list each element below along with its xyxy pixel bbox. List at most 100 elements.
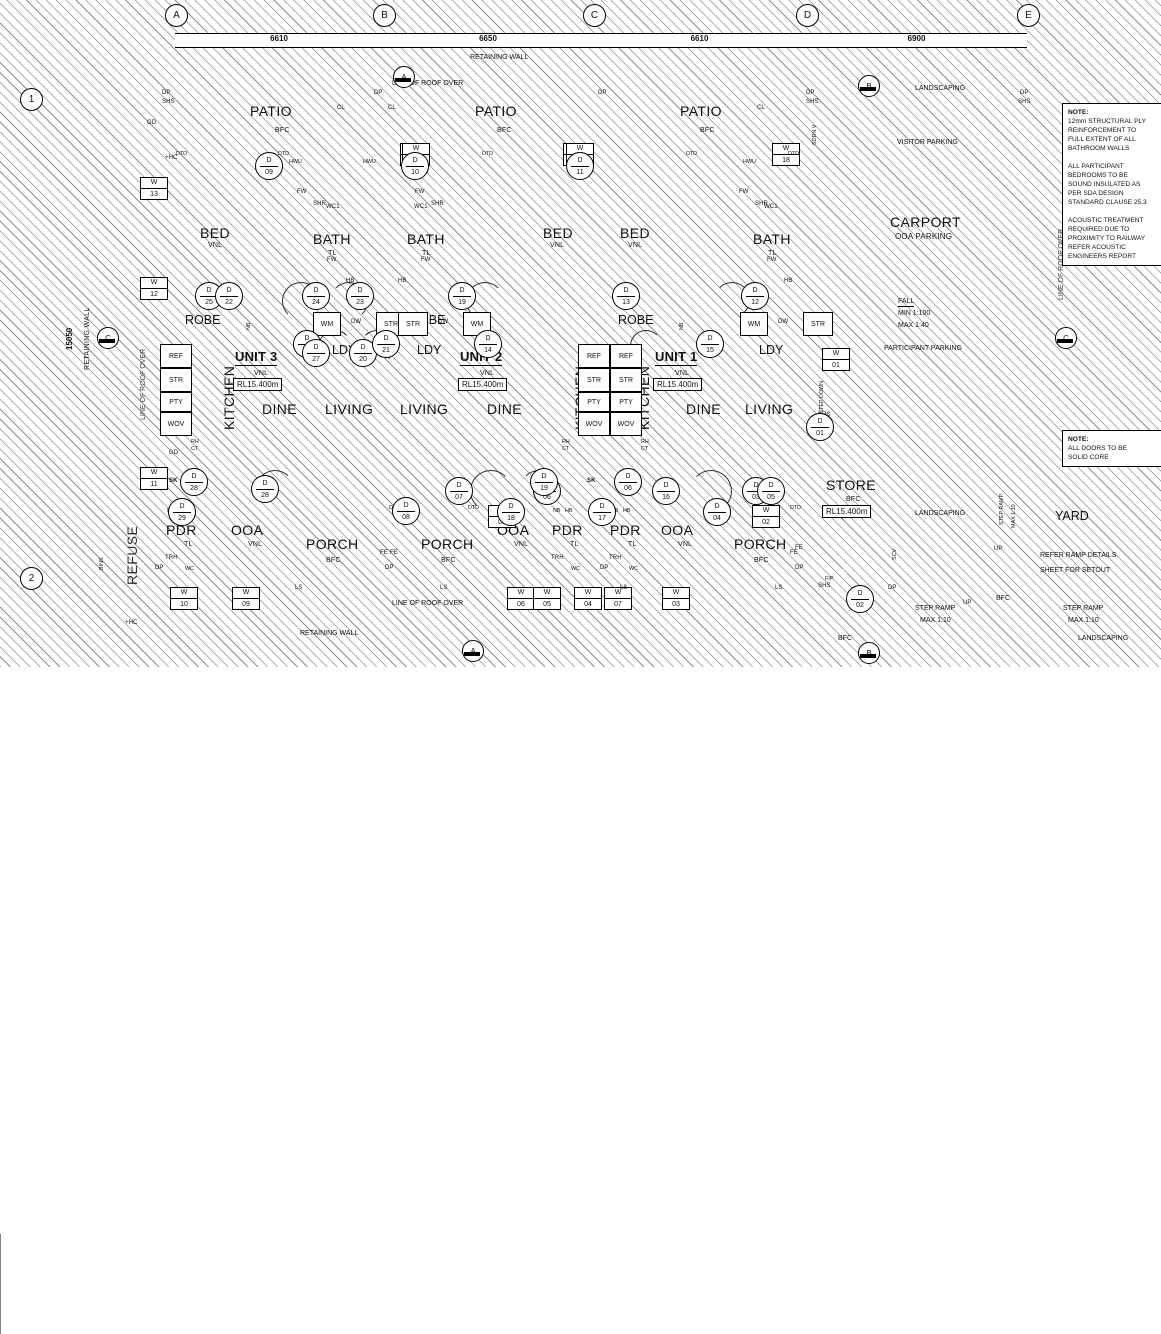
room-label-ldy-2: LDY (417, 343, 442, 357)
carport-sub-label: OOA PARKING (895, 232, 953, 241)
fw2-label-1: FW (767, 257, 777, 263)
dp-bottom-1: DP (385, 565, 394, 571)
wc1-label-1: WC1 (764, 204, 778, 210)
visitor-parking-label: VISITOR PARKING (897, 139, 958, 146)
dimension-value-2: 6610 (690, 34, 709, 43)
hb-pdr-1b: HB (623, 508, 631, 514)
note-box-structural-line-4 (1068, 153, 1160, 162)
section-marker-b-top: B (858, 75, 882, 99)
store-label: STORE (826, 477, 876, 493)
ref-3: REF (160, 344, 192, 368)
note-box-structural-line-7: SOUND INSULATED AS (1068, 181, 1141, 188)
room-label-living-2: LIVING (400, 401, 449, 417)
section-marker-a-bottom: A (462, 640, 486, 664)
room-finish-bath-1: TL (768, 250, 777, 257)
unit-finish-1: VNL (675, 370, 690, 377)
fall-label: FALL (898, 298, 915, 308)
room-finish-patio-2: BFC (497, 127, 512, 134)
note-box-structural-line-13: PROXIMITY TO RAILWAY (1068, 235, 1146, 242)
rh-label-2: RH (562, 439, 570, 445)
trh-label-3: TRH (165, 555, 178, 561)
room-finish-ooa-3: VNL (248, 541, 263, 548)
fw-label-1: FW (739, 189, 749, 195)
room-label-pdr-3: PDR (166, 522, 197, 538)
fw-label-3: FW (297, 189, 307, 195)
dp-bottom-0: DP (155, 565, 164, 571)
dp-marker-4: DP (1020, 90, 1029, 96)
room-finish-bed-2: VNL (550, 242, 565, 249)
dw-label-1: DW (778, 319, 789, 325)
wc1-label-2a: WC1 (414, 204, 428, 210)
fe-label-2: FE (790, 550, 798, 556)
line-of-roof-over-label-left: LINE OF ROOF OVER (140, 348, 147, 420)
dimension-value-left: 15050 (65, 327, 74, 350)
shr-label-3: SHR (313, 201, 326, 207)
store-finish-label: BFC (846, 496, 861, 503)
hc-marker-0: +HC (165, 155, 178, 161)
hb-pdr-2: HB (565, 508, 573, 514)
room-finish-porch-2: BFC (441, 557, 456, 564)
note-box-structural-line-15: ENGINEERS REPORT (1068, 253, 1137, 260)
room-label-pdr-1b: PDR (610, 522, 641, 538)
retaining-wall-label-left: RETAINING WALL (84, 307, 91, 370)
unit-rl-3: RL15.400m (233, 378, 283, 391)
note-box-structural-line-14: REFER ACOUSTIC (1068, 244, 1126, 251)
wc-label-3: WC (185, 566, 194, 572)
room-label-kitchen-3: KITCHEN (221, 365, 237, 430)
room-label-ooa-3: OOA (231, 522, 264, 538)
ref-2: REF (578, 344, 610, 368)
hc-marker-2: +HC (125, 620, 138, 626)
bins-label: BINS (99, 557, 105, 570)
fw2-label-3: FW (327, 257, 337, 263)
dimension-value-3: 6900 (907, 34, 926, 43)
fe-label-1: FE (390, 550, 398, 556)
room-finish-bed-1: VNL (628, 242, 643, 249)
cl-label-0: CL (337, 105, 345, 111)
step-ramp-max-label-v: MAX 1:10 (1011, 504, 1017, 528)
dtd-label-b-1: DTD (468, 505, 480, 511)
note-box-structural-heading: NOTE: (1068, 109, 1089, 116)
gd-label-0: GD (147, 120, 157, 126)
ct-label-2: CT (562, 446, 570, 452)
room-label-ldy-1: LDY (759, 343, 784, 357)
grid-line-A (0, 1234, 1, 1334)
dp-marker-1: DP (374, 90, 383, 96)
dimension-line-top (175, 33, 1027, 48)
bfc-label-yard: BFC (996, 595, 1010, 602)
room-label-patio-1: PATIO (680, 103, 722, 119)
note-box-doors-line-0: ALL DOORS TO BE (1068, 445, 1127, 452)
step-ramp-label-h1: STEP RAMP (915, 605, 956, 612)
dw-label-2: DW (438, 319, 449, 325)
hwu-label-0: HWU (289, 159, 302, 165)
pty-1: PTY (610, 392, 642, 412)
ls-label-0: LS (295, 585, 303, 591)
dp-bottom-3: DP (795, 565, 804, 571)
room-label-bed-2: BED (543, 225, 573, 241)
door-swing-0 (282, 282, 320, 320)
wc-label-1b: WC (629, 566, 638, 572)
dtd-label-2: DTD (482, 151, 494, 157)
hb-label-1: HB (784, 278, 793, 284)
wov-2: WOV (578, 412, 610, 436)
room-label-porch-1: PORCH (734, 536, 787, 552)
room-finish-pdr-1b: TL (628, 541, 637, 548)
str-1: STR (610, 368, 642, 392)
wc1-label-3: WC1 (326, 204, 340, 210)
nb-label-3: NB (246, 322, 252, 331)
